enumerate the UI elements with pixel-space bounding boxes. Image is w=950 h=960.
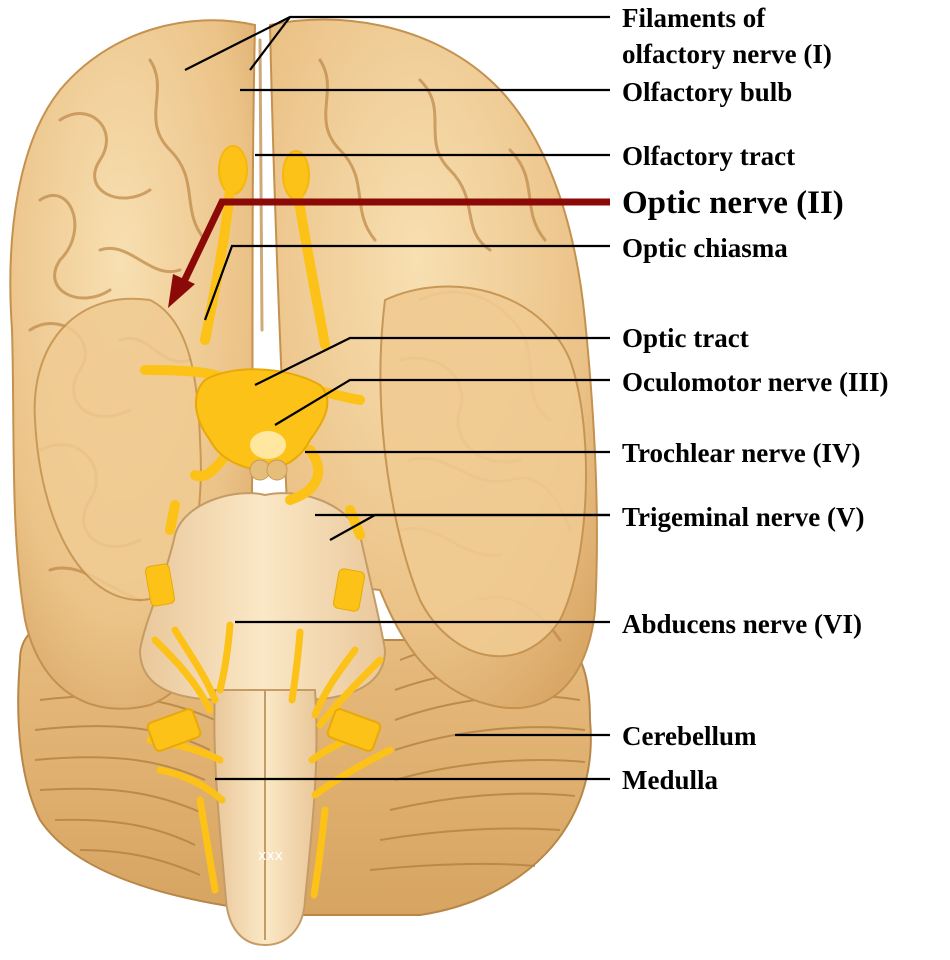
label-oculomotor-nerve: Oculomotor nerve (III) [622, 366, 888, 398]
label-olfactory-tract: Olfactory tract [622, 140, 795, 172]
label-optic-tract: Optic tract [622, 322, 749, 354]
label-abducens-nerve: Abducens nerve (VI) [622, 608, 862, 640]
label-olfactory-bulb: Olfactory bulb [622, 76, 792, 108]
label-optic-chiasma: Optic chiasma [622, 232, 788, 264]
label-trochlear-nerve: Trochlear nerve (IV) [622, 437, 860, 469]
label-cerebellum: Cerebellum [622, 720, 756, 752]
label-medulla: Medulla [622, 764, 718, 796]
label-optic-nerve: Optic nerve (II) [622, 184, 844, 222]
svg-text:xxx: xxx [258, 848, 283, 864]
label-trigeminal-nerve: Trigeminal nerve (V) [622, 501, 864, 533]
label-filaments-line1: Filaments of [622, 2, 765, 34]
label-filaments-line2: olfactory nerve (I) [622, 38, 832, 70]
